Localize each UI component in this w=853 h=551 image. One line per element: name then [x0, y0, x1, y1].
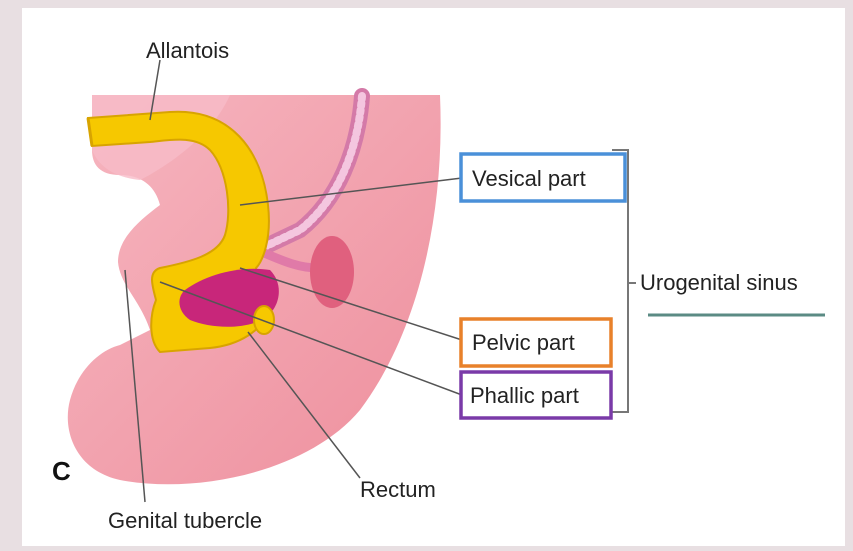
rectum-opening [254, 306, 274, 334]
label-urogenital-sinus: Urogenital sinus [640, 270, 798, 295]
label-vesical-part: Vesical part [472, 166, 586, 191]
label-rectum: Rectum [360, 477, 436, 502]
label-allantois: Allantois [146, 38, 229, 63]
label-phallic-part: Phallic part [470, 383, 579, 408]
label-pelvic-part: Pelvic part [472, 330, 575, 355]
label-genital-tubercle: Genital tubercle [108, 508, 262, 533]
panel-letter: C [52, 456, 71, 486]
